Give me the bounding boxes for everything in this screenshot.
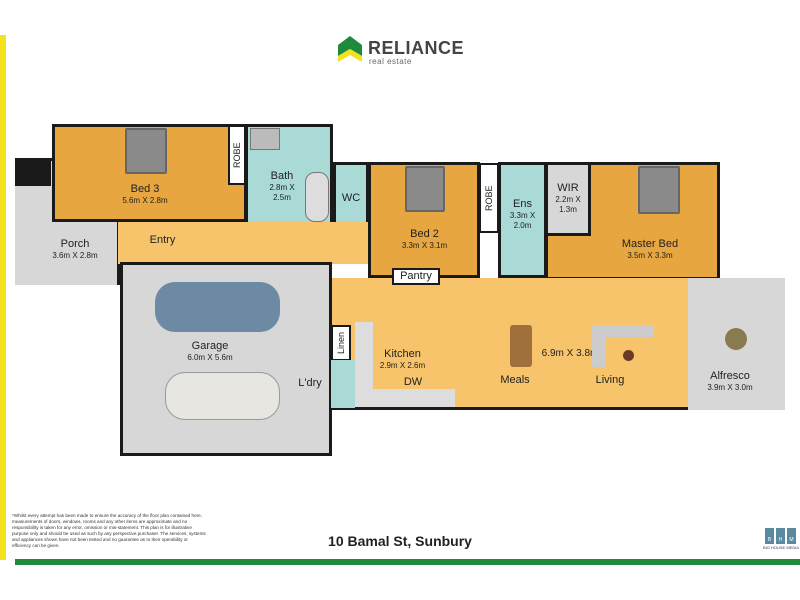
bed-icon <box>638 166 680 214</box>
disclaimer: *Whilst every attempt has been made to e… <box>12 513 206 548</box>
car-icon <box>155 282 280 332</box>
car-icon <box>165 372 280 420</box>
pantry-label: Pantry <box>392 268 440 286</box>
media-logo: B H M BIG HOUSE MEDIA <box>763 528 799 552</box>
dw-label: DW <box>403 376 423 388</box>
wir <box>545 162 591 236</box>
yellow-side-bar <box>0 35 6 560</box>
living-label: Living <box>595 374 625 386</box>
entry-label: Entry <box>149 234 176 246</box>
robe-label: ROBE <box>479 163 499 233</box>
bed-icon <box>405 166 445 212</box>
linen-label: Linen <box>331 325 351 361</box>
wc <box>333 162 369 226</box>
green-footer-bar <box>15 559 800 565</box>
ens <box>498 162 547 278</box>
laundry-label: L'dry <box>298 377 322 389</box>
wc-label: WC <box>341 192 361 204</box>
living-size-label: 6.9m X 3.8m <box>541 348 599 359</box>
brand-logo: RELIANCE real estate <box>338 36 468 66</box>
robe-label: ROBE <box>228 125 246 185</box>
house-logo-icon <box>338 36 362 62</box>
entry <box>118 222 378 264</box>
address: 10 Bamal St, Sunbury <box>328 533 472 549</box>
brand-tagline: real estate <box>369 57 412 66</box>
meals-label: Meals <box>500 374 530 386</box>
bed-icon <box>125 128 167 174</box>
kitchen-meals-living <box>330 278 688 410</box>
brand-name: RELIANCE <box>368 38 465 58</box>
